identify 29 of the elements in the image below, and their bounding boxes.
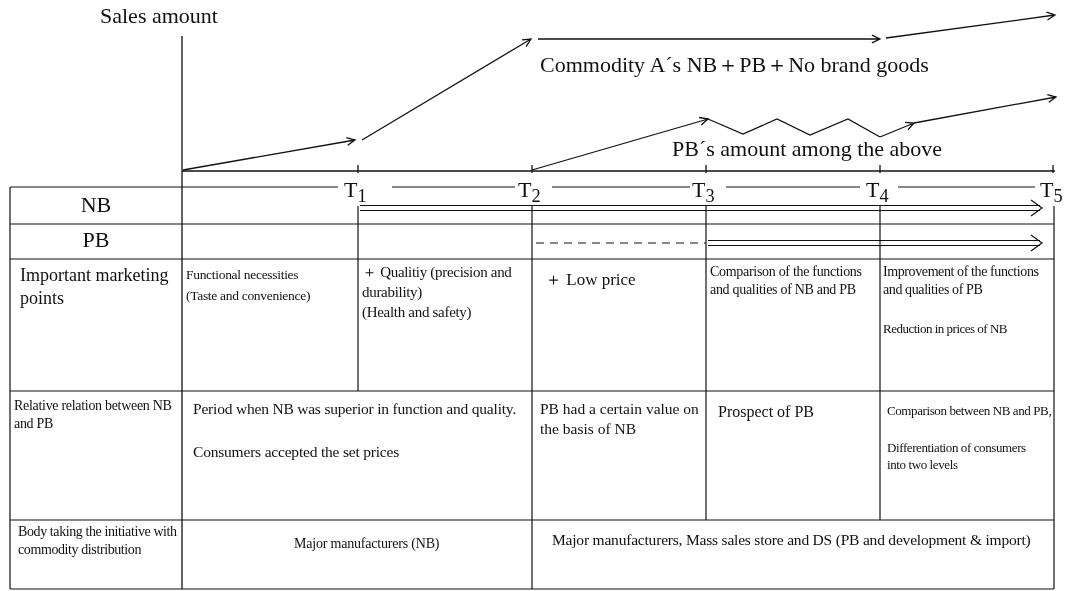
table-cell-text: Comparison of the functions and qualities of NB and PB <box>710 263 863 300</box>
time-point-label: T$_{1}$ <box>344 176 368 209</box>
table-cell-text: Reduction in prices of NB <box>883 321 1008 338</box>
table-cell-text: Period when NB was superior in function and quality. <box>193 399 518 419</box>
table-cell-text: ＋ Low price <box>545 269 637 291</box>
time-point-label: T$_{3}$ <box>692 176 716 209</box>
table-cell-text: Major manufacturers (NB) <box>294 535 441 553</box>
row-header: Important marketing points <box>20 264 170 311</box>
row-header: Relative relation between NB and PB <box>14 397 173 434</box>
time-point-label: T$_{5}$ <box>1040 176 1064 209</box>
row-header: PB <box>81 226 111 254</box>
table-cell-text: Consumers accepted the set prices <box>193 442 401 462</box>
row-header: NB <box>79 191 113 219</box>
row-header: Body taking the initiative with commodity distribution <box>18 523 178 560</box>
table-cell-text: ＋ Qualitiy (precision and durability) <box>362 263 513 302</box>
axis-title: Sales amount <box>100 2 219 30</box>
table-cell-text: PB had a certain value on the basis of NB <box>540 399 700 440</box>
table-cell-text: Functional necessities <box>186 266 300 284</box>
table-cell-text: Major manufacturers, Mass sales store and DS (PB and development & import) <box>552 530 1032 550</box>
table-cell-text: Improvement of the functions and qualities of PB <box>883 263 1040 300</box>
time-point-label: T$_{2}$ <box>518 176 542 209</box>
series-label: PB´s amount among the above <box>672 135 944 163</box>
time-point-label: T$_{4}$ <box>866 176 890 209</box>
table-cell-text: Comparison between NB and PB, <box>887 403 1052 420</box>
table-cell-text: Differentiation of consumers into two levels <box>887 440 1027 474</box>
table-cell-text: (Taste and convenience) <box>186 287 312 305</box>
series-label: Commodity A´s NB＋PB＋No brand goods <box>540 51 930 79</box>
table-cell-text: (Health and safety) <box>362 303 473 322</box>
table-cell-text: Prospect of PB <box>718 402 815 423</box>
